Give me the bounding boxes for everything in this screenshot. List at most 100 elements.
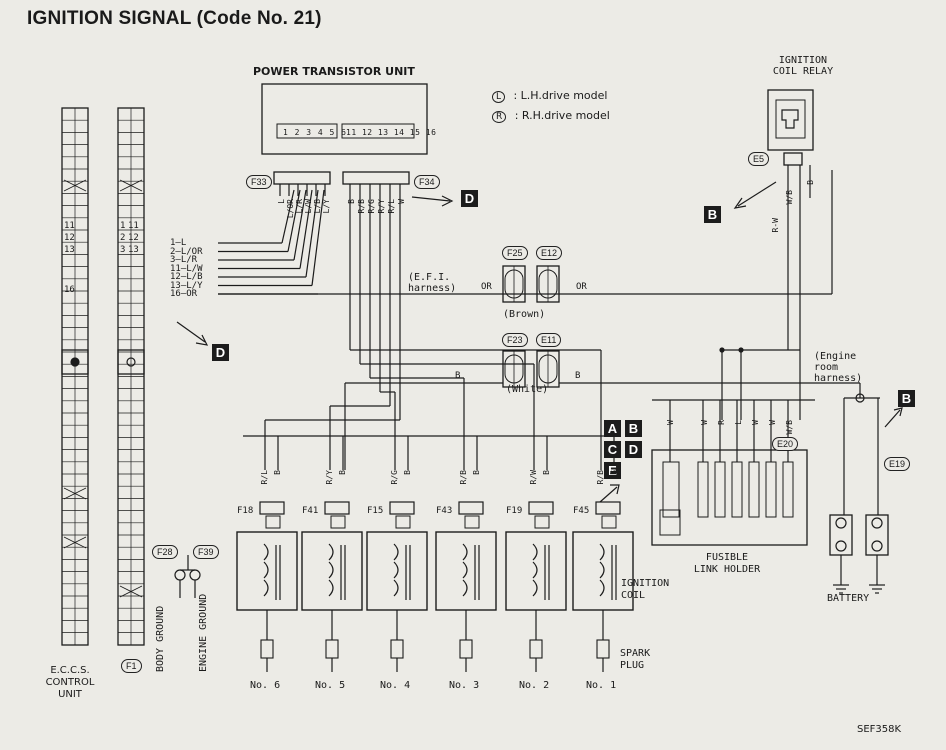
or-label: OR: [576, 282, 587, 292]
ecu-pin-number: 11: [128, 221, 139, 231]
coil-wire-color: R/L: [260, 470, 269, 485]
f34-wire-label: R/G: [367, 199, 376, 214]
e12-connector-label: E12: [536, 246, 563, 260]
relay-label: IGNITION COIL RELAY: [772, 55, 834, 77]
pt-connector-right: [341, 123, 415, 139]
tag-d-top: D: [461, 190, 478, 207]
coil-winding: [599, 543, 605, 597]
tag-c: C: [604, 441, 621, 458]
coil-winding: [328, 543, 334, 597]
spark-plug-2: [529, 639, 543, 659]
fusible-link-socket: [659, 509, 681, 536]
cylinder-label: No. 1: [586, 680, 617, 691]
ecu-locator-left: [61, 349, 89, 375]
tag-b-group: B: [625, 420, 642, 437]
f23-connector-label: F23: [502, 333, 528, 347]
ignition-coil-3: [435, 531, 497, 611]
relay-coil-symbol: [781, 109, 799, 129]
coil-connector-body: [595, 501, 621, 515]
fusible-wire-label: W: [751, 420, 760, 425]
f33-wire-label: L/Y: [322, 199, 331, 214]
ignition-coil-2: [505, 531, 567, 611]
coil-connector-F43: F43: [436, 506, 453, 516]
pt-pins-left: 1 2 3 4 5 6: [283, 128, 347, 137]
cylinder-label: No. 6: [250, 680, 281, 691]
tag-d-left: D: [212, 344, 229, 361]
arrow-head-d-top: [441, 195, 454, 207]
battery-label: BATTERY: [827, 593, 870, 604]
fusible-link-holder: [651, 449, 808, 546]
fusible-link-main: [662, 461, 680, 518]
body-ground-label: BODY GROUND: [155, 605, 166, 672]
battery-terminal-neg2: [871, 540, 883, 552]
arrow-to-b-top: [737, 181, 777, 207]
body-ground-connector: [174, 569, 186, 581]
pin-wire-rise: [293, 189, 307, 261]
fusible-wire-label: W/B: [785, 420, 794, 435]
f34-connector-label: F34: [414, 175, 440, 189]
coil-wire-color: R/Y: [325, 470, 334, 485]
ecu-pin-number: 2: [120, 233, 126, 243]
coil-connector-F18: F18: [237, 506, 254, 516]
tag-b-top: B: [704, 206, 721, 223]
coil-wire-color: R/B: [596, 470, 605, 485]
ecu-locator-right: [117, 349, 145, 375]
coil-wire-b: B: [273, 470, 282, 475]
f25-connector-label: F25: [502, 246, 528, 260]
ecu-pin-number: 13: [128, 245, 139, 255]
tag-b-right: B: [898, 390, 915, 407]
spark-plug-label: SPARK PLUG: [620, 648, 651, 671]
ecu-locator-right-dot: [126, 357, 136, 367]
coil-winding: [393, 543, 399, 597]
white-label: (White): [506, 384, 549, 395]
relay-wire-label: B: [806, 180, 815, 185]
relay-body: [767, 89, 814, 151]
f34-wire-label: B: [347, 199, 356, 204]
coil-wire-b: B: [472, 470, 481, 475]
relay-window: [775, 99, 806, 139]
pt-connector-left: [276, 123, 338, 139]
strip-cross: [119, 179, 143, 192]
coil-connector-F19: F19: [506, 506, 523, 516]
brown-label: (Brown): [503, 309, 546, 320]
power-transistor-label: POWER TRANSISTOR UNIT: [253, 65, 415, 78]
coil-connector-body: [458, 501, 484, 515]
coil-connector-body: [324, 501, 350, 515]
efi-harness-label: (E.F.I. harness): [408, 272, 457, 294]
arrow-to-b-right: [884, 409, 901, 428]
e5-connector-label: E5: [748, 152, 770, 166]
f39-connector-label: F39: [193, 545, 219, 559]
engine-ground-label: ENGINE GROUND: [198, 593, 209, 672]
arrow-head-e: [610, 484, 620, 495]
ecu-pin-wire: 2—L/OR: [170, 246, 203, 257]
ecu-pin-wire: 1—L: [170, 238, 187, 248]
fusible-link: [765, 461, 777, 518]
ecu-pin-number: 3: [120, 245, 126, 255]
pt-pins-right: 11 12 13 14 15 16: [346, 128, 437, 137]
ignition-coil-4: [366, 531, 428, 611]
fusible-link: [697, 461, 709, 518]
spark-plug-5: [325, 639, 339, 659]
fusible-wire-label: R: [717, 420, 726, 425]
coil-wire-b: B: [403, 470, 412, 475]
fusible-link: [782, 461, 794, 518]
ecu-pin-wire: 16—OR: [170, 289, 198, 299]
ignition-coil-label: IGNITION COIL: [621, 578, 670, 601]
ecu-pin-number: 1: [120, 221, 126, 231]
lh-symbol: L: [492, 91, 506, 103]
ecu-pin-number: 12: [64, 233, 75, 243]
battery-terminal-pos2: [835, 540, 847, 552]
fusible-link: [748, 461, 760, 518]
arrow-head-b-right: [893, 407, 903, 417]
coil-wire-b: B: [609, 470, 618, 475]
e20-connector-label: E20: [772, 437, 799, 451]
coil-connector-body: [389, 501, 415, 515]
cylinder-label: No. 5: [315, 680, 346, 691]
coil-winding: [462, 543, 468, 597]
coil-boot: [534, 515, 550, 529]
relay-wire-label: W/B: [785, 190, 794, 205]
strip-cross: [63, 536, 87, 549]
tag-e: E: [604, 462, 621, 479]
battery-left: [829, 514, 853, 556]
